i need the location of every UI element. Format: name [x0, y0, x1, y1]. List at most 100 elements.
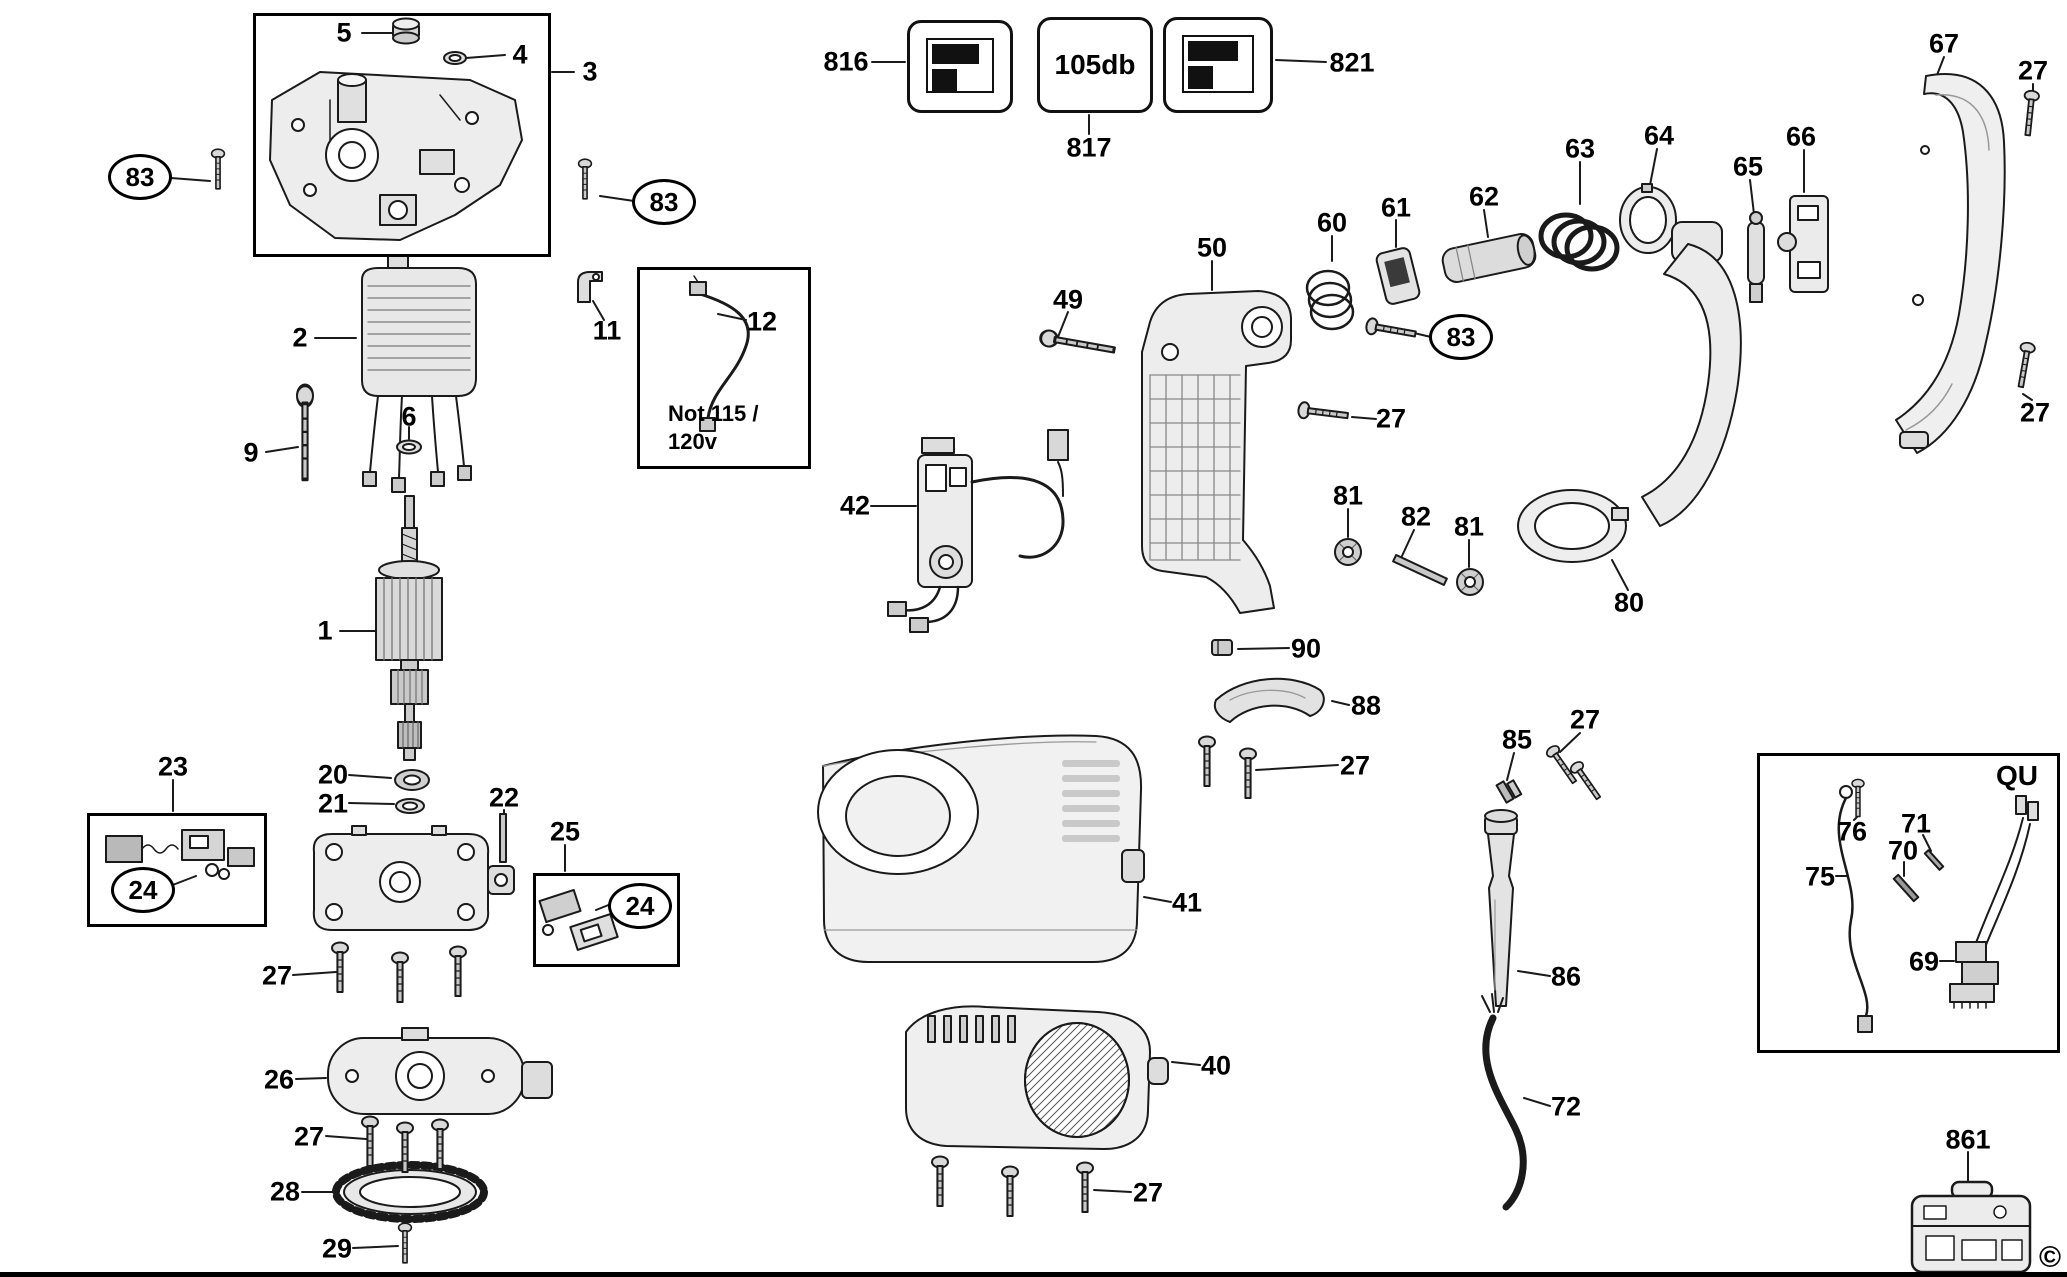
- callout-83-oval-top: 83: [632, 179, 696, 225]
- callout-61: 61: [1380, 192, 1412, 223]
- callout-69: 69: [1908, 946, 1940, 977]
- callout-27-bottom: 27: [1132, 1177, 1164, 1208]
- part-harness-69: [1949, 795, 2039, 1009]
- callout-60: 60: [1316, 207, 1348, 238]
- screw-icon: [295, 383, 315, 482]
- callout-5: 5: [336, 17, 352, 48]
- screw-icon: [1001, 1165, 1019, 1217]
- part-pin-71: [1923, 849, 1945, 871]
- part-ring-4: [443, 51, 467, 65]
- callout-50: 50: [1196, 232, 1228, 263]
- screw-icon: [361, 1115, 379, 1167]
- screw-icon: [1364, 316, 1418, 343]
- part-field-coil: [361, 255, 477, 493]
- callout-64: 64: [1643, 120, 1675, 151]
- part-clip-90: [1211, 639, 1233, 656]
- callout-26: 26: [263, 1064, 295, 1095]
- callout-80: 80: [1613, 587, 1645, 618]
- callout-75: 75: [1804, 861, 1836, 892]
- callout-86: 86: [1550, 961, 1582, 992]
- callout-67: 67: [1928, 28, 1960, 59]
- screw-icon: [1198, 735, 1216, 787]
- screw-icon: [931, 1155, 949, 1207]
- callout-65: 65: [1732, 151, 1764, 182]
- callout-90: 90: [1290, 633, 1322, 664]
- part-ring-6: [396, 439, 422, 455]
- screw-icon: [391, 951, 409, 1003]
- callout-21: 21: [317, 788, 349, 819]
- wire-detail-frame-12: [637, 267, 811, 469]
- screw-icon: [577, 158, 593, 200]
- part-nut-81b: [1456, 568, 1484, 596]
- part-cylinder-62: [1441, 233, 1537, 283]
- part-pin-82: [1392, 553, 1448, 587]
- part-cable-75: [1837, 785, 1873, 1033]
- callout-83-oval-center: 83: [1429, 314, 1493, 360]
- part-armature: [375, 495, 443, 761]
- voltage-note-line1: Not 115 /: [668, 401, 759, 426]
- screw-icon: [1296, 400, 1350, 425]
- service-kit-frame-qu: [1757, 753, 2060, 1053]
- voltage-note-line2: 120v: [668, 428, 717, 454]
- screw-icon: [2012, 340, 2037, 389]
- part-fastener-85: [1495, 779, 1523, 804]
- part-bearing-20: [394, 769, 430, 791]
- callout-29: 29: [321, 1233, 353, 1264]
- part-electronics-module-42: [887, 429, 1069, 633]
- callout-817: 817: [1066, 132, 1112, 163]
- part-pin-22: [499, 813, 507, 863]
- brush-detail-frame-23: [87, 813, 267, 927]
- callout-40: 40: [1200, 1050, 1232, 1081]
- bottom-border: [0, 1272, 2067, 1277]
- part-bracket-11: [577, 271, 603, 303]
- callout-12: 12: [746, 306, 778, 337]
- voltage-note: Not 115 / 120v: [668, 400, 758, 455]
- callout-821: 821: [1329, 47, 1375, 78]
- brush-detail-frame-25: [533, 873, 680, 967]
- part-ring-gear-28: [332, 1161, 488, 1223]
- callout-63: 63: [1564, 133, 1596, 164]
- callout-49: 49: [1052, 284, 1084, 315]
- callout-42: 42: [839, 490, 871, 521]
- part-boot-61: [1375, 247, 1421, 305]
- callout-88: 88: [1350, 690, 1382, 721]
- callout-83-oval-left: 83: [108, 154, 172, 200]
- part-gearbox-housing: [269, 71, 523, 241]
- callout-41: 41: [1171, 887, 1203, 918]
- callout-861: 861: [1945, 1124, 1991, 1155]
- service-kit-title-qu: QU: [1996, 760, 2038, 791]
- callout-3: 3: [582, 56, 598, 87]
- callout-27-left-lower: 27: [293, 1121, 325, 1152]
- callout-1: 1: [317, 615, 333, 646]
- nameplate-816: [907, 20, 1013, 113]
- callout-27-top-right: 27: [2017, 55, 2049, 86]
- callout-66: 66: [1785, 121, 1817, 152]
- nameplate-816-pattern: [926, 38, 994, 93]
- part-lever-65: [1747, 211, 1765, 303]
- callout-76: 76: [1836, 816, 1868, 847]
- part-pin-70: [1892, 873, 1920, 903]
- screw-icon: [1239, 747, 1257, 799]
- callout-27-left-upper: 27: [261, 960, 293, 991]
- callout-70: 70: [1887, 835, 1919, 866]
- part-switch-66: [1777, 195, 1829, 293]
- callout-28: 28: [269, 1176, 301, 1207]
- callout-2: 2: [292, 322, 308, 353]
- callout-20: 20: [317, 759, 349, 790]
- callout-24-oval-left: 24: [111, 867, 175, 913]
- part-housing-half-50: [1141, 290, 1292, 614]
- callout-85: 85: [1501, 724, 1533, 755]
- part-cord-72: [1481, 993, 1527, 1211]
- part-rear-handle: [1641, 221, 1742, 527]
- callout-81-right: 81: [1453, 511, 1485, 542]
- part-nut-81a: [1334, 538, 1362, 566]
- callout-27-right: 27: [2019, 397, 2051, 428]
- callout-71: 71: [1900, 808, 1932, 839]
- part-bottom-cover-40: [905, 1005, 1169, 1150]
- callout-27-center: 27: [1375, 403, 1407, 434]
- part-lead-wire-12: [689, 275, 750, 432]
- part-motor-housing-41: [817, 734, 1145, 963]
- part-bracket-88: [1213, 677, 1325, 723]
